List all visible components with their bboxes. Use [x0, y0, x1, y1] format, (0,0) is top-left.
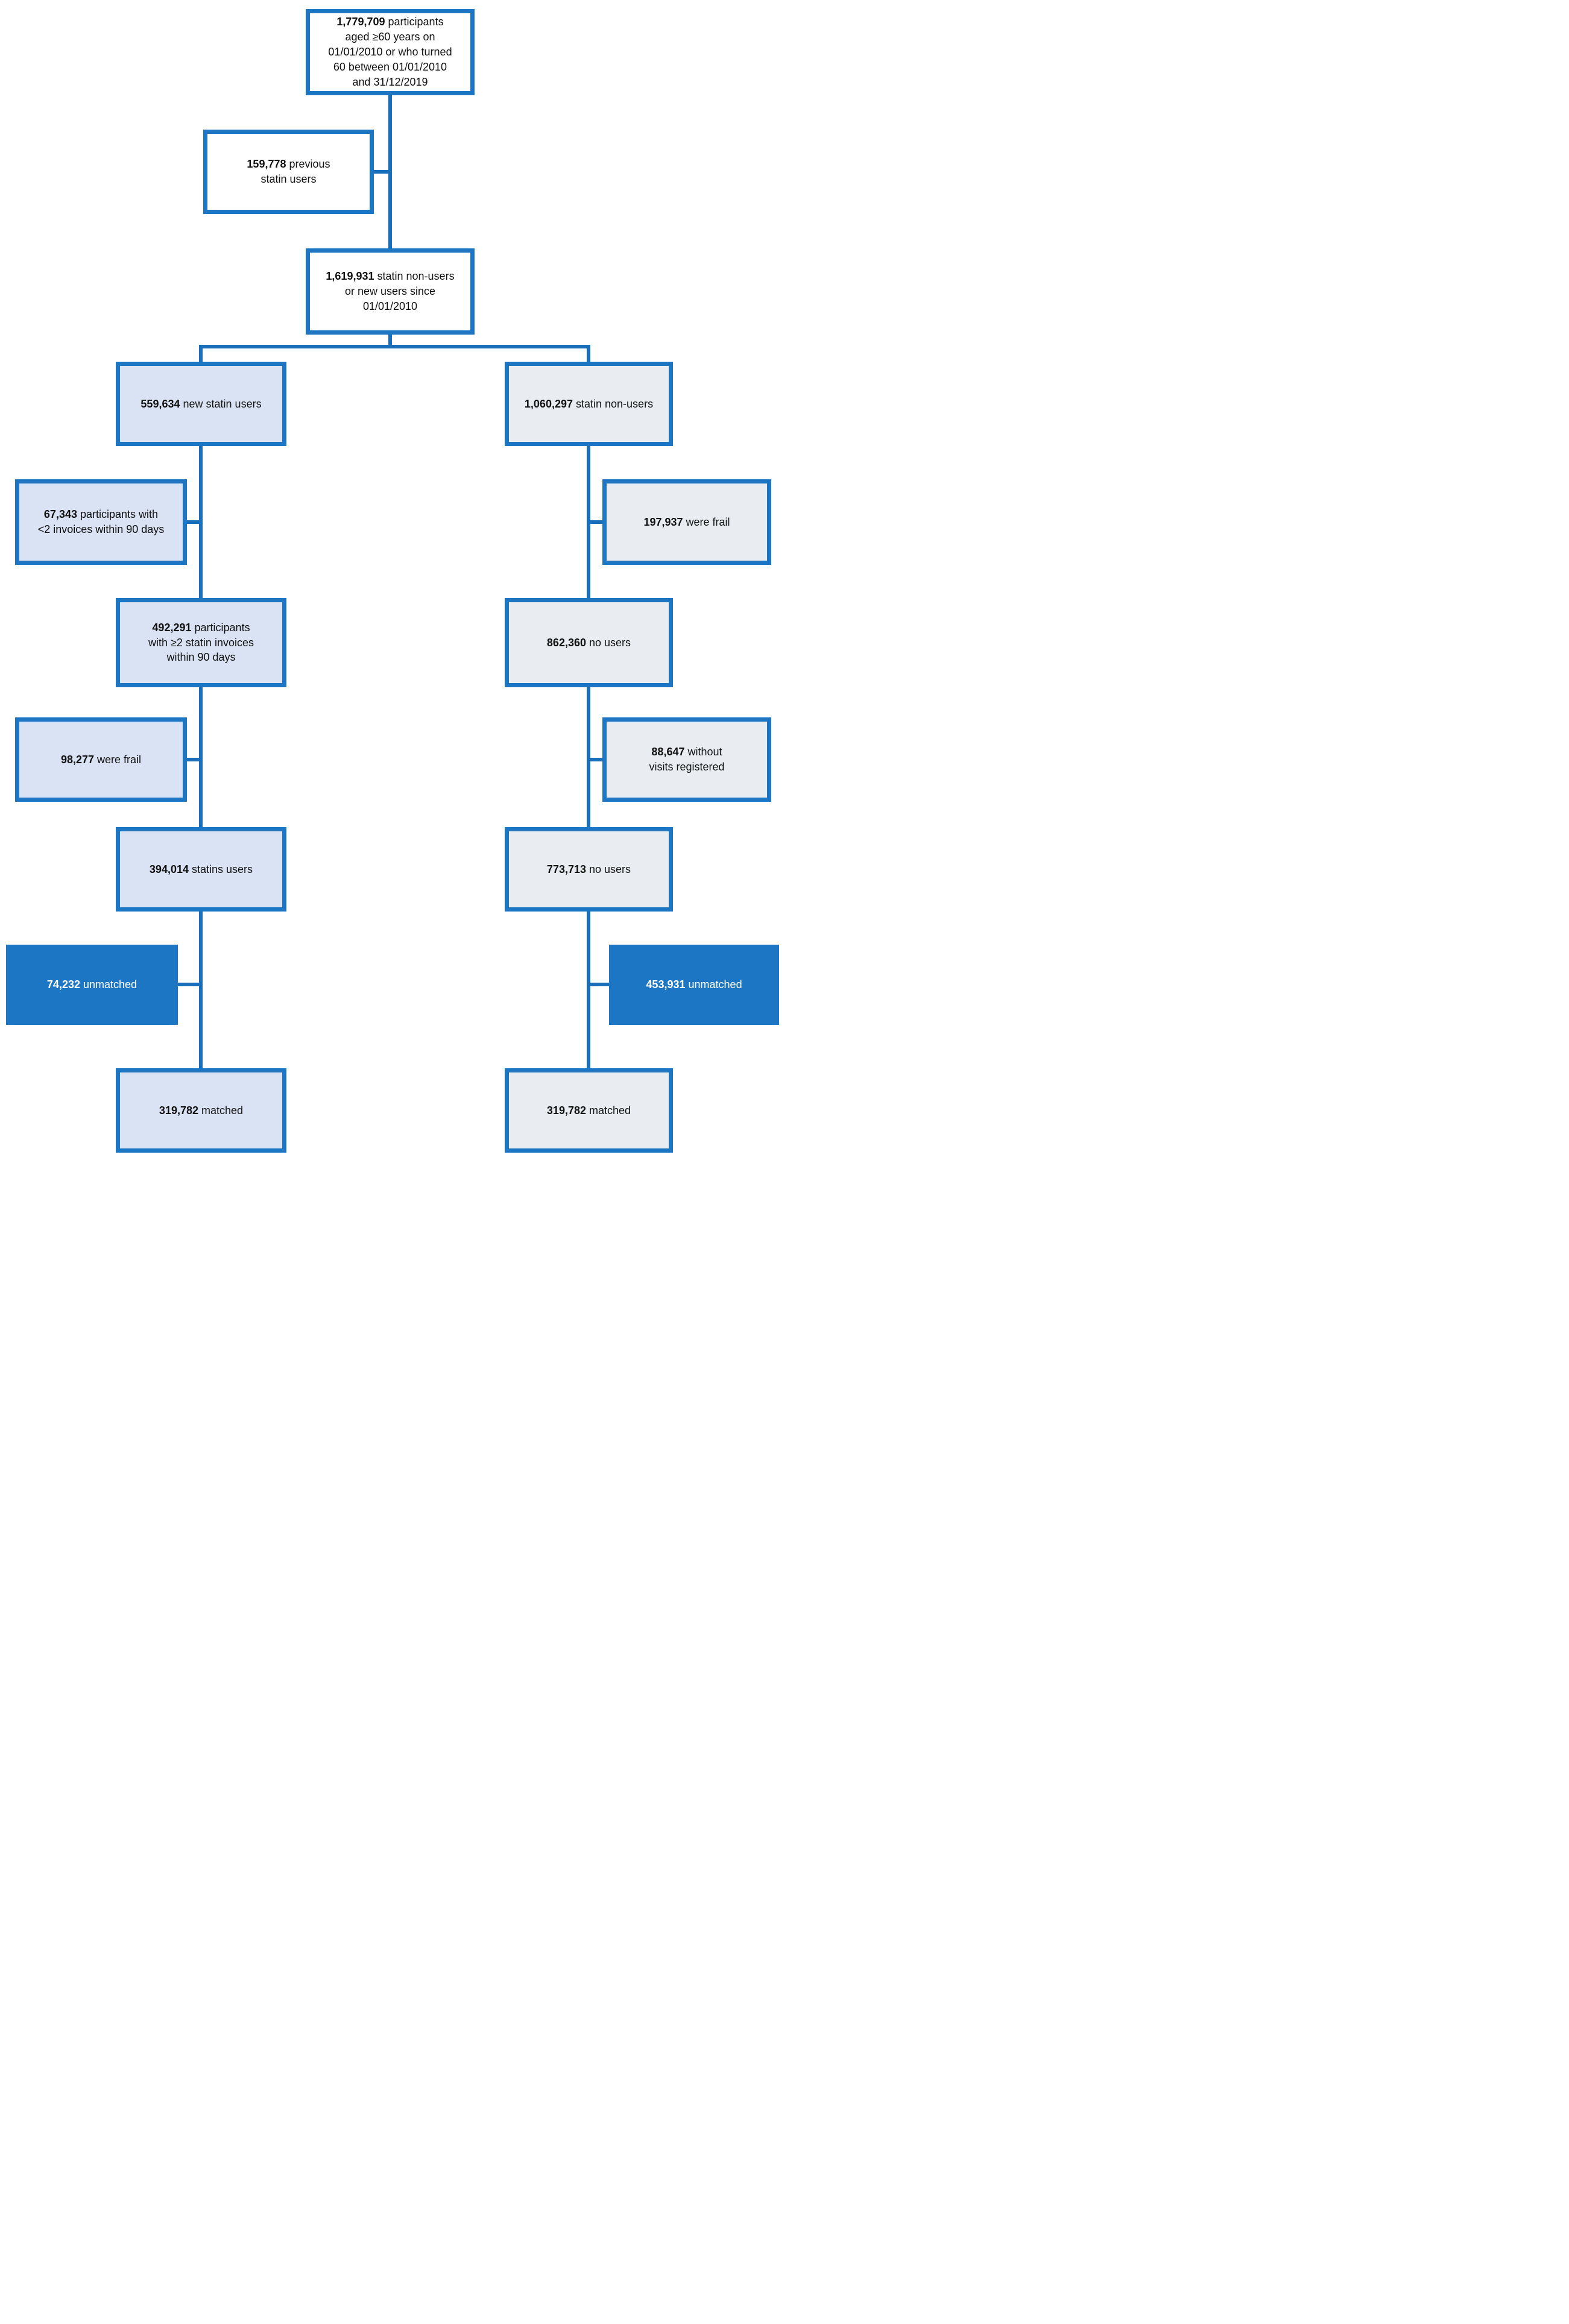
node-text: 773,713 no users — [547, 862, 631, 877]
node-label: participants with <2 invoices within 90 … — [37, 508, 165, 535]
connector-drop-left-branch — [199, 345, 203, 362]
node-label: no users — [589, 863, 631, 875]
node-number: 74,232 — [46, 978, 80, 991]
node-text: 88,647 without visits registered — [649, 745, 724, 775]
node-text: 319,782 matched — [159, 1103, 243, 1118]
node-number: 492,291 — [152, 621, 192, 634]
node-text: 1,060,297 statin non-users — [525, 397, 653, 412]
flow-node-statin-nonusers-or-new-users: 1,619,931 statin non-users or new users … — [306, 248, 475, 335]
connector-stub-lt2-invoices — [183, 520, 203, 524]
node-text: 559,634 new statin users — [140, 397, 261, 412]
node-number: 67,343 — [43, 508, 77, 521]
flow-node-without-visits: 88,647 without visits registered — [602, 717, 771, 802]
flow-node-total-participants: 1,779,709 participants aged ≥60 years on… — [306, 9, 475, 95]
node-number: 1,779,709 — [336, 16, 385, 28]
flow-node-matched-right: 319,782 matched — [505, 1068, 673, 1153]
node-text: 492,291 participants with ≥2 statin invo… — [148, 620, 254, 665]
flow-node-frail-left: 98,277 were frail — [15, 717, 187, 802]
node-label: new statin users — [183, 397, 262, 410]
flow-node-no-users-1: 862,360 no users — [505, 598, 673, 687]
node-label: previous statin users — [260, 158, 330, 185]
node-number: 453,931 — [646, 978, 686, 991]
flow-node-no-users-2: 773,713 no users — [505, 827, 673, 912]
node-label: statin non-users — [576, 397, 654, 410]
connector-right-trunk-3 — [587, 912, 590, 1068]
node-label: statin non-users or new users since 01/0… — [344, 270, 455, 312]
connector-stub-unmatched-left — [175, 983, 203, 986]
connector-left-trunk-2 — [199, 687, 203, 827]
flow-node-previous-statin-users: 159,778 previous statin users — [203, 130, 374, 214]
connector-right-trunk-2 — [587, 687, 590, 827]
connector-stub-previous-users — [373, 170, 392, 174]
node-text: 862,360 no users — [547, 635, 631, 650]
flow-node-frail-right: 197,937 were frail — [602, 479, 771, 565]
node-label: were frail — [97, 753, 142, 766]
node-label: statins users — [192, 863, 253, 875]
node-number: 1,619,931 — [326, 270, 374, 283]
node-text: 67,343 participants with <2 invoices wit… — [38, 507, 165, 537]
node-label: participants with ≥2 statin invoices wit… — [148, 621, 254, 664]
node-label: unmatched — [688, 978, 742, 991]
node-number: 1,060,297 — [524, 397, 573, 410]
node-number: 319,782 — [159, 1104, 198, 1116]
node-text: 98,277 were frail — [61, 752, 141, 767]
node-label: without visits registered — [649, 746, 725, 773]
flow-node-statin-nonusers: 1,060,297 statin non-users — [505, 362, 673, 446]
flow-node-unmatched-right: 453,931 unmatched — [609, 945, 779, 1025]
node-number: 159,778 — [247, 158, 286, 171]
node-label: were frail — [686, 515, 730, 528]
node-label: unmatched — [83, 978, 137, 991]
node-number: 98,277 — [60, 753, 94, 766]
node-label: matched — [589, 1104, 631, 1116]
node-label: matched — [201, 1104, 244, 1116]
connector-drop-right-branch — [587, 345, 590, 362]
node-text: 453,931 unmatched — [646, 977, 742, 992]
node-text: 1,779,709 participants aged ≥60 years on… — [328, 14, 452, 89]
connector-splitter-horizontal — [199, 345, 590, 348]
node-number: 197,937 — [643, 515, 683, 528]
connector-left-trunk-3 — [199, 912, 203, 1068]
node-number: 862,360 — [546, 636, 586, 649]
node-text: 1,619,931 statin non-users or new users … — [326, 269, 454, 313]
node-label: participants aged ≥60 years on 01/01/201… — [328, 16, 452, 88]
node-number: 319,782 — [546, 1104, 586, 1116]
node-text: 197,937 were frail — [643, 515, 730, 530]
connector-stub-frail-right — [589, 520, 605, 524]
flow-node-ge2-statin-invoices: 492,291 participants with ≥2 statin invo… — [116, 598, 286, 687]
flow-node-statins-users: 394,014 statins users — [116, 827, 286, 912]
flow-node-unmatched-left: 74,232 unmatched — [6, 945, 178, 1025]
connector-stub-frail-left — [183, 758, 203, 761]
node-text: 74,232 unmatched — [47, 977, 137, 992]
connector-stub-unmatched-right — [589, 983, 613, 986]
connector-stub-no-visits — [589, 758, 605, 761]
node-number: 773,713 — [546, 863, 586, 875]
node-number: 88,647 — [651, 746, 685, 758]
flow-node-less-than-2-invoices: 67,343 participants with <2 invoices wit… — [15, 479, 187, 565]
node-number: 559,634 — [140, 397, 180, 410]
flow-node-matched-left: 319,782 matched — [116, 1068, 286, 1153]
node-label: no users — [589, 636, 631, 649]
node-text: 159,778 previous statin users — [247, 157, 330, 187]
node-text: 319,782 matched — [547, 1103, 631, 1118]
connector-pool-to-splitter — [388, 335, 392, 348]
node-number: 394,014 — [149, 863, 189, 875]
node-text: 394,014 statins users — [150, 862, 253, 877]
flow-diagram: 1,779,709 participants aged ≥60 years on… — [0, 0, 784, 1162]
flow-node-new-statin-users: 559,634 new statin users — [116, 362, 286, 446]
